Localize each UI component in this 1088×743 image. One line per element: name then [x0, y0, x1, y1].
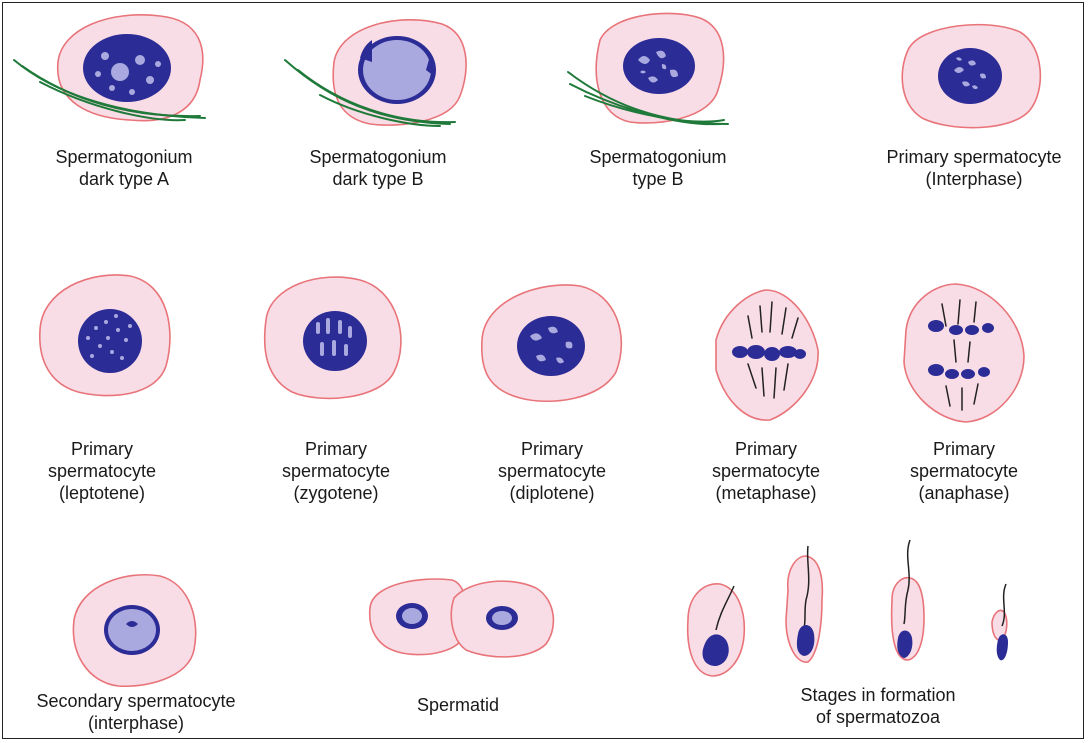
- cell-spermatozoa-stage-1: [688, 584, 745, 676]
- cell-primary-spermatocyte-diplotene: [482, 285, 622, 401]
- cell-spermatid-pair: [370, 579, 554, 657]
- cell-primary-spermatocyte-anaphase: [904, 284, 1024, 422]
- cell-spermatogonium-type-b: [568, 13, 728, 124]
- cell-primary-spermatocyte-metaphase: [716, 290, 818, 420]
- cell-secondary-spermatocyte: [73, 575, 195, 686]
- label-secondary-spermatocyte: Secondary spermatocyte(interphase): [36, 690, 235, 734]
- cell-spermatozoa-stage-3: [892, 540, 924, 660]
- cell-spermatozoa-stage-2: [786, 546, 822, 662]
- label-spermatid: Spermatid: [417, 694, 499, 716]
- cell-spermatogonium-dark-b: [285, 20, 466, 126]
- label-primary-spermatocyte-interphase: Primary spermatocyte(Interphase): [886, 146, 1061, 190]
- cell-primary-spermatocyte-interphase: [902, 25, 1040, 128]
- cell-spermatogonium-dark-a: [14, 15, 205, 121]
- cell-primary-spermatocyte-zygotene: [265, 277, 401, 398]
- cell-primary-spermatocyte-leptotene: [40, 275, 170, 396]
- cell-spermatozoa-stage-4: [992, 584, 1008, 660]
